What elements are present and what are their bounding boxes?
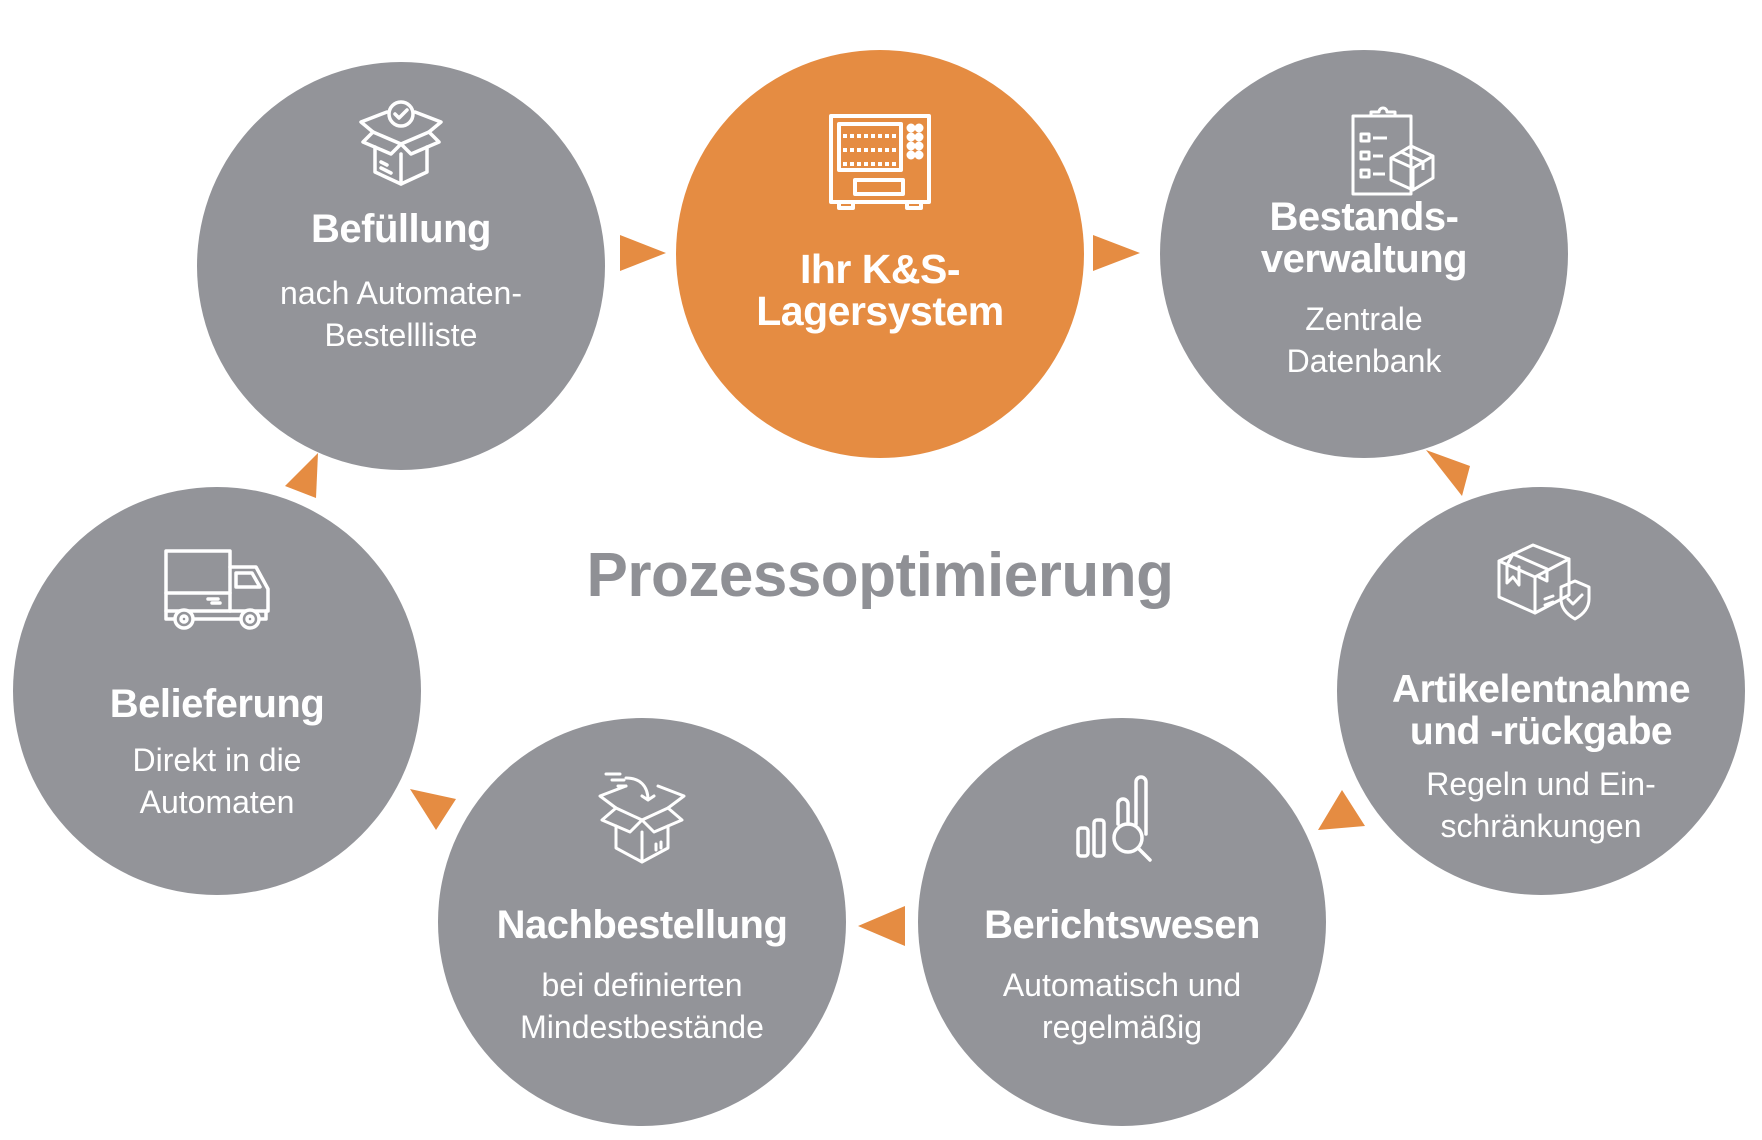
subtitle-line: bei definierten	[541, 967, 743, 1003]
subtitle-line: Automatisch und	[1002, 967, 1242, 1003]
subtitle-line: Mindestbestände	[520, 1009, 764, 1045]
node-lagersystem: Ihr K&S- Lagersystem	[676, 50, 1084, 458]
node-subtitle: Automatisch und regelmäßig	[938, 964, 1306, 1048]
node-title: Bestands- verwaltung	[1180, 196, 1548, 280]
node-subtitle: bei definierten Mindestbestände	[458, 964, 826, 1048]
arrow-nachbest-to-belieferung-icon	[410, 789, 456, 830]
title-line: verwaltung	[1260, 237, 1468, 281]
node-belieferung: Belieferung Direkt in die Automaten	[13, 487, 421, 895]
subtitle-line: nach Automaten-	[280, 275, 522, 311]
node-nachbestellung: Nachbestellung bei definierten Mindestbe…	[438, 718, 846, 1126]
vending-machine-icon	[825, 112, 935, 212]
title-line: Artikelentnahme	[1391, 668, 1691, 711]
arrow-artikel-to-berichts-icon	[1318, 790, 1365, 830]
subtitle-line: Zentrale	[1305, 301, 1423, 337]
node-subtitle: Direkt in die Automaten	[33, 739, 401, 823]
node-title: Nachbestellung	[496, 903, 788, 947]
node-subtitle: Regeln und Ein- schränkungen	[1357, 763, 1725, 847]
node-subtitle: nach Automaten- Bestellliste	[217, 272, 585, 356]
title-line: Ihr K&S-	[800, 246, 961, 292]
truck-icon	[162, 547, 272, 637]
arrow-belieferung-to-befuellung-icon	[285, 453, 318, 498]
title-line: Lagersystem	[756, 288, 1004, 334]
node-bestandsverwaltung: Bestands- verwaltung Zentrale Datenbank	[1160, 50, 1568, 458]
node-title: Artikelentnahme und -rückgabe	[1357, 669, 1725, 753]
subtitle-line: Regeln und Ein-	[1426, 766, 1656, 802]
arrow-befuellung-to-hub-icon	[620, 235, 666, 271]
arrow-hub-to-bestand-icon	[1093, 235, 1140, 271]
node-title: Ihr K&S- Lagersystem	[696, 248, 1064, 332]
center-title: Prozessoptimierung	[586, 541, 1175, 610]
node-subtitle: Zentrale Datenbank	[1180, 298, 1548, 382]
arrow-bestand-to-artikel-icon	[1426, 450, 1470, 496]
arrow-berichts-to-nachbest-icon	[858, 906, 905, 946]
subtitle-line: Direkt in die	[132, 742, 302, 778]
title-line: Bestands-	[1269, 195, 1459, 239]
chart-search-icon	[1072, 768, 1172, 868]
subtitle-line: Datenbank	[1286, 343, 1442, 379]
node-befuellung: Befüllung nach Automaten- Bestellliste	[197, 62, 605, 470]
node-title: Befüllung	[311, 207, 491, 251]
subtitle-line: Bestellliste	[324, 317, 478, 353]
title-line: und -rückgabe	[1409, 710, 1673, 753]
node-artikelentnahme: Artikelentnahme und -rückgabe Regeln und…	[1337, 487, 1745, 895]
node-title: Belieferung	[109, 682, 325, 726]
subtitle-line: schränkungen	[1440, 808, 1642, 844]
subtitle-line: regelmäßig	[1041, 1009, 1203, 1045]
node-berichtswesen: Berichtswesen Automatisch und regelmäßig	[918, 718, 1326, 1126]
box-shield-icon	[1491, 537, 1591, 637]
node-title: Berichtswesen	[984, 903, 1260, 947]
box-incoming-icon	[592, 768, 692, 868]
open-box-check-icon	[351, 92, 451, 192]
clipboard-box-icon	[1343, 102, 1443, 202]
subtitle-line: Automaten	[139, 784, 295, 820]
